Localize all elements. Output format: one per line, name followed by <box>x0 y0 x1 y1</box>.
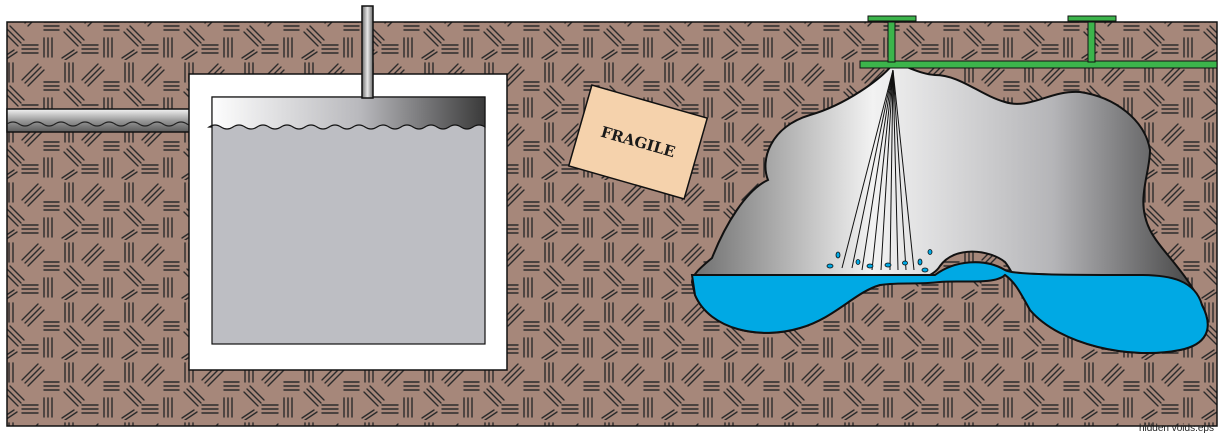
leak-spray-lines <box>841 69 915 271</box>
underground-tank <box>188 73 508 371</box>
sprinkler-irrigation-pipe <box>859 15 1218 69</box>
tank-liquid-surface <box>207 96 486 130</box>
tank-liquid <box>211 96 486 345</box>
sprinkler-head-icon <box>1067 15 1117 63</box>
water-droplet-icon <box>826 249 933 273</box>
void-water <box>690 261 1209 354</box>
vertical-vent-pipe-icon <box>361 5 374 99</box>
file-name-caption: hidden voids.eps <box>1138 423 1214 434</box>
fragile-box: FRAGILE <box>567 84 709 200</box>
sprinkler-head-icon <box>867 15 917 63</box>
